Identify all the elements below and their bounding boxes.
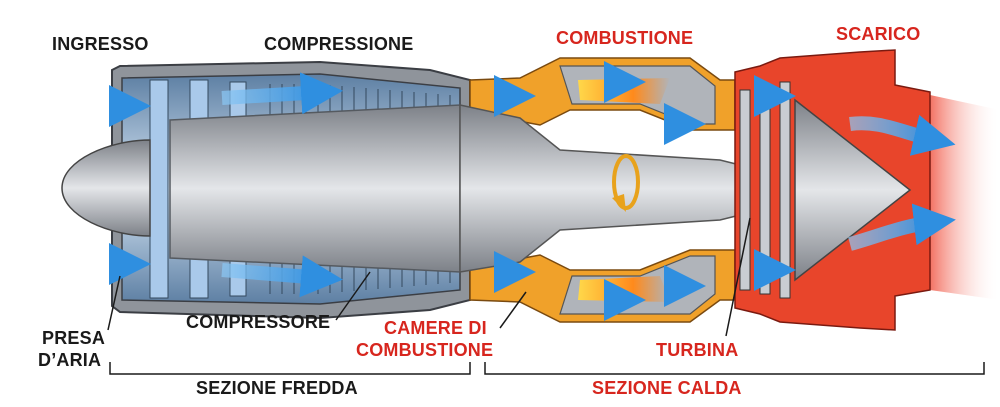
leader-turbina [725,217,751,337]
exhaust-plume [930,95,1000,300]
nose-cone [61,139,151,237]
label-presa-aria-line2: D’ARIA [38,350,102,370]
label-compressione: COMPRESSIONE [264,34,414,54]
sezione-calda-bracket [484,362,985,375]
label-presa-aria-line1: PRESA [42,328,106,348]
label-ingresso: INGRESSO [52,34,149,54]
label-sezione-fredda: SEZIONE FREDDA [196,378,358,398]
label-compressore: COMPRESSORE [186,312,331,332]
label-sezione-calda: SEZIONE CALDA [592,378,742,398]
leader-lines [107,217,751,337]
label-combustione: COMBUSTIONE [556,28,694,48]
airflow-arrows [62,61,956,321]
label-turbina: TURBINA [656,340,739,360]
leader-compressore [335,271,371,321]
rotation-arrowhead-icon [612,194,626,212]
exhaust-arrow-top [849,114,956,156]
exhaust-arrow-bottom [848,203,956,251]
sezione-fredda-bracket [109,362,471,375]
label-camere-line2: COMBUSTIONE [356,340,494,360]
leader-presa-aria [107,275,121,331]
compressor-drum [169,104,461,273]
compressor-arrow-bottom [221,255,343,298]
leader-camere [499,291,527,329]
rotation-icon [612,154,640,210]
exhaust-cone [794,98,912,282]
compressor-arrow-top [221,72,343,115]
label-camere-line1: CAMERE DI [384,318,487,338]
label-scarico: SCARICO [836,24,921,44]
